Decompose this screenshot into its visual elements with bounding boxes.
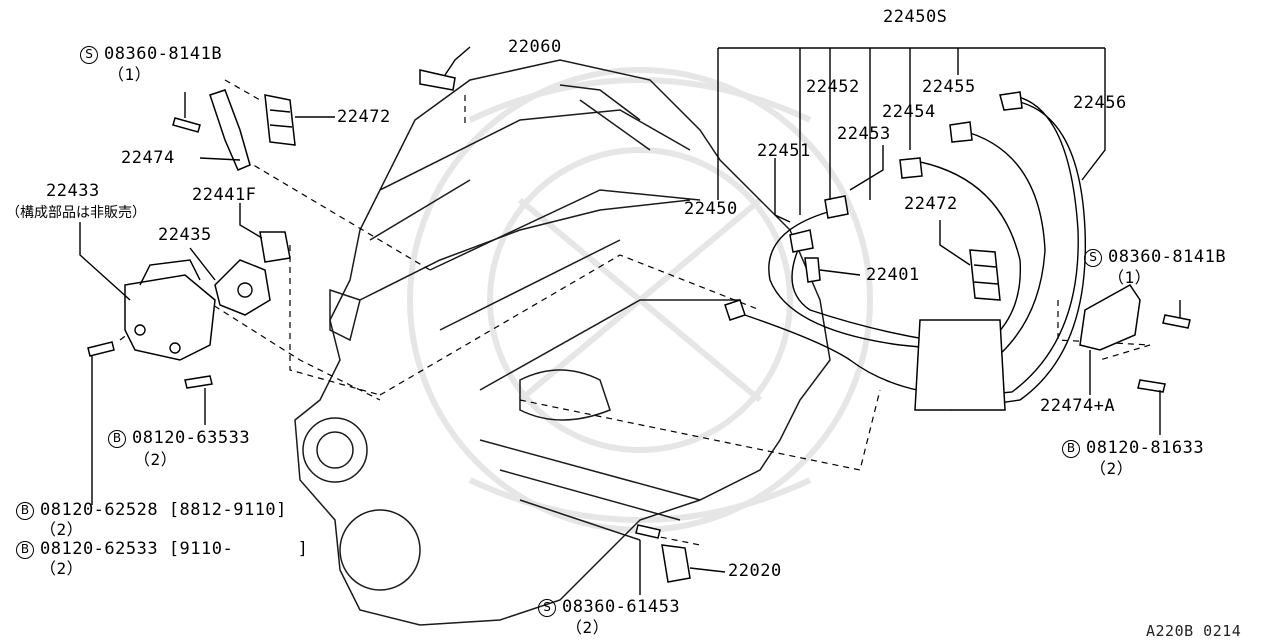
bolt-badge: B — [16, 541, 34, 559]
fastener-quantity: （2） — [566, 618, 610, 637]
ignition-coil-22433 — [124, 259, 216, 361]
label-22474: 22474 — [121, 148, 175, 168]
label-22020: 22020 — [728, 561, 782, 581]
screw-badge: S — [80, 46, 98, 64]
label-22435: 22435 — [158, 225, 212, 245]
leader-lines — [79, 46, 1181, 595]
fastener-quantity: （1） — [108, 65, 152, 84]
fastener-part-number: 08120-81633 — [1086, 438, 1205, 458]
plug-22060 — [419, 69, 456, 91]
sensor-22020 — [661, 544, 691, 583]
bolt-badge: B — [108, 430, 126, 448]
label-22456: 22456 — [1073, 93, 1127, 113]
label-22452: 22452 — [806, 77, 860, 97]
screw-badge: S — [538, 599, 556, 617]
bracket-22474 — [209, 89, 251, 171]
fastener-part-number: 08360-61453 — [562, 597, 681, 617]
label-22433-note: （構成部品は非販売） — [6, 205, 146, 221]
bolt-badge: B — [16, 502, 34, 520]
ignition-wires — [724, 91, 1087, 411]
label-22451: 22451 — [757, 141, 811, 161]
label-22453: 22453 — [837, 124, 891, 144]
label-22450: 22450 — [684, 199, 738, 219]
fastener-quantity: （2） — [40, 520, 84, 539]
fastener-part-number: 08120-63533 — [132, 428, 251, 448]
fastener-quantity: （2） — [40, 559, 84, 578]
fastener-part-number: 08120-62533 [9110- ] — [40, 539, 309, 559]
label-22472-lower: 22472 — [904, 194, 958, 214]
connection-dashes — [119, 79, 1151, 546]
label-22455: 22455 — [922, 77, 976, 97]
bolt-badge: B — [1062, 440, 1080, 458]
bracket-22435 — [214, 259, 271, 316]
label-22450S: 22450S — [883, 7, 948, 27]
clip-22472-lower — [969, 249, 1001, 301]
clip-22472-upper — [264, 94, 296, 146]
diagram-ref-code: A220B 0214 — [1146, 622, 1242, 640]
engine-block — [294, 59, 831, 626]
label-22060: 22060 — [508, 37, 562, 57]
label-22401: 22401 — [866, 265, 920, 285]
fastener-part-number: 08360-8141B — [1108, 247, 1227, 267]
fastener-quantity: （1） — [1108, 268, 1152, 287]
clip-22441F — [259, 231, 291, 263]
bolts — [87, 117, 1191, 539]
label-22474A: 22474+A — [1040, 396, 1116, 416]
fastener-part-number: 08120-62528 [8812-9110] — [40, 500, 287, 520]
fastener-quantity: （2） — [134, 450, 178, 469]
spark-plug-22401 — [804, 257, 821, 283]
label-22433: 22433 — [46, 181, 100, 201]
fastener-part-number: 08360-8141B — [104, 44, 223, 64]
bracket-22474A — [1079, 284, 1141, 351]
label-22472-upper: 22472 — [337, 107, 391, 127]
label-22454: 22454 — [882, 102, 936, 122]
label-22441F: 22441F — [192, 185, 257, 205]
screw-badge: S — [1084, 249, 1102, 267]
fastener-quantity: （2） — [1090, 459, 1134, 478]
